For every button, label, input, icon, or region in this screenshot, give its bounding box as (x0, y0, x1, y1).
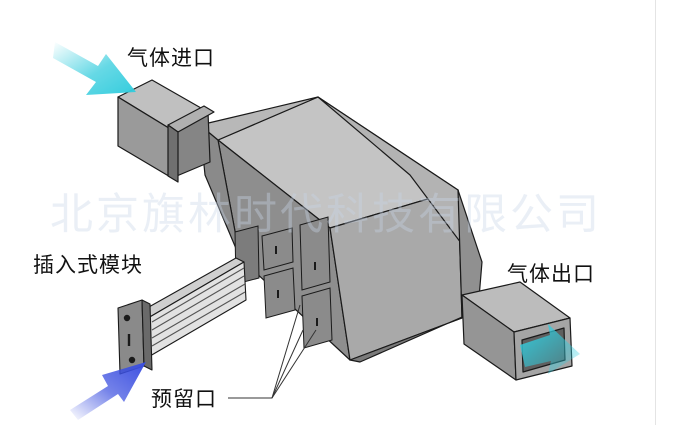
module-arrow (70, 362, 146, 420)
inlet-duct (117, 79, 215, 183)
reserved-port-label: 预留口 (151, 387, 217, 411)
plug-in-module (117, 257, 247, 375)
module-handle (123, 314, 136, 364)
inlet-arrow (53, 42, 136, 95)
reserved-port-leaders (228, 304, 317, 399)
housing-doors (234, 216, 333, 349)
frame-divider (655, 0, 656, 425)
inlet-label: 气体进口 (127, 46, 215, 70)
module-label: 插入式模块 (33, 253, 143, 277)
outlet-arrow (520, 324, 580, 374)
outlet-label: 气体出口 (507, 262, 595, 286)
door-handles (275, 246, 318, 326)
main-housing (199, 96, 483, 363)
